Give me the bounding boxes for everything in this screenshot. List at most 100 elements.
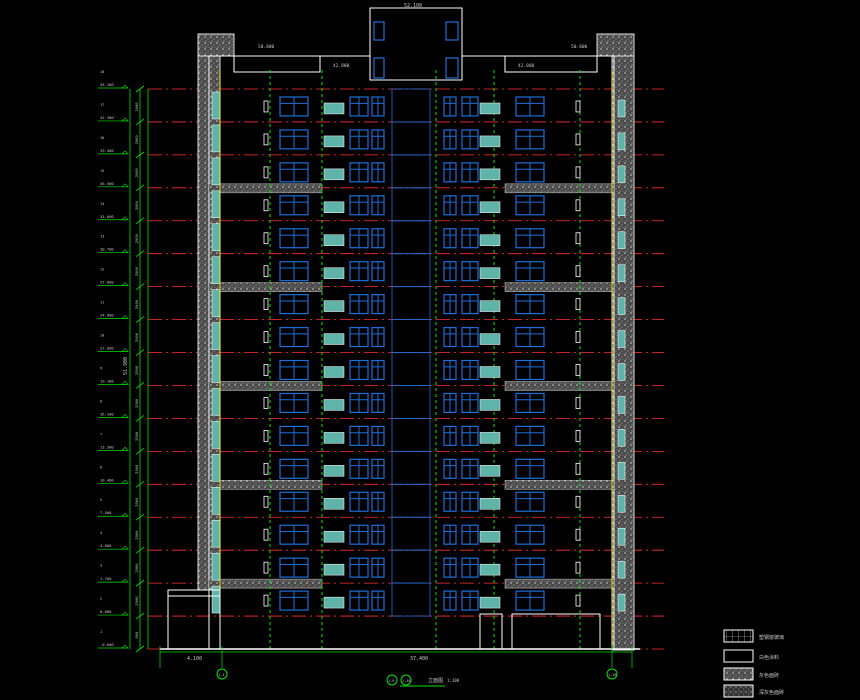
axis-bubble-mid-a: 1-9 xyxy=(386,674,398,686)
floor-stone-band xyxy=(504,183,615,194)
window xyxy=(461,557,479,578)
window xyxy=(515,228,545,249)
legend-item-grid: 塑钢窗玻璃 xyxy=(723,629,784,643)
level-marker-icon xyxy=(121,545,129,550)
window xyxy=(443,524,457,545)
window xyxy=(515,129,545,150)
stair-glazing xyxy=(391,187,431,222)
window xyxy=(515,425,545,446)
narrow-window xyxy=(575,199,581,212)
narrow-window xyxy=(575,528,581,541)
window xyxy=(279,228,309,249)
garage-door xyxy=(511,613,601,650)
balcony-panel xyxy=(323,201,345,214)
window xyxy=(515,261,545,282)
level-elevation-label: 0.000 xyxy=(100,609,112,614)
svg-text:1-18: 1-18 xyxy=(608,673,616,677)
side-panel xyxy=(211,454,221,482)
window xyxy=(371,425,385,446)
level-elevation-label: 45.100 xyxy=(100,82,114,87)
level-marker-icon xyxy=(121,413,129,418)
balcony-panel xyxy=(479,366,501,378)
window xyxy=(279,326,309,348)
level-lines xyxy=(148,88,664,650)
dim-tick xyxy=(135,382,145,389)
balcony-panel xyxy=(479,102,501,115)
building-elevation xyxy=(160,7,640,651)
balcony-panel xyxy=(323,596,345,609)
narrow-window xyxy=(263,331,269,343)
window xyxy=(461,392,479,414)
narrow-window xyxy=(263,199,269,212)
narrow-window xyxy=(575,364,581,376)
level-elevation-label: 27.800 xyxy=(100,280,114,285)
window xyxy=(371,162,385,183)
level-elevation-label: 7.500 xyxy=(100,510,112,515)
window xyxy=(515,359,545,381)
dim-tick xyxy=(135,513,145,521)
level-number-label: 11 xyxy=(100,301,104,305)
window xyxy=(515,326,545,348)
top-elevation-label: 52.100 xyxy=(404,3,422,9)
total-width-dim: 37.400 xyxy=(410,656,428,662)
side-panel xyxy=(617,231,626,249)
level-elevation-label: 16.200 xyxy=(100,411,114,416)
window xyxy=(349,326,369,348)
dim-tick xyxy=(135,217,145,225)
level-marker-icon xyxy=(121,479,129,484)
balcony-panel xyxy=(479,563,501,576)
window xyxy=(461,294,479,315)
drawing-title: 立面图 xyxy=(428,677,443,684)
dim-tick xyxy=(135,480,145,488)
side-panel xyxy=(617,593,626,612)
window xyxy=(279,359,309,381)
narrow-window xyxy=(263,364,269,376)
floor-height-dim: 2900 xyxy=(134,299,139,309)
floor-height-dim: 2900 xyxy=(134,431,139,441)
window xyxy=(349,294,369,315)
side-panel xyxy=(211,552,221,581)
window xyxy=(443,557,457,578)
window xyxy=(461,359,479,381)
side-panel xyxy=(211,519,221,548)
floor-height-dim: 2900 xyxy=(134,464,139,474)
axis-bubble-mid-b: 1-10 xyxy=(400,674,412,686)
window xyxy=(349,359,369,381)
balcony-panel xyxy=(479,432,501,444)
narrow-window xyxy=(263,166,269,179)
window xyxy=(461,524,479,545)
level-elevation-label: 13.300 xyxy=(100,444,114,449)
stair-glazing xyxy=(391,121,431,156)
level-number-label: 12 xyxy=(100,268,104,272)
window xyxy=(515,458,545,479)
dim-tick xyxy=(135,448,145,455)
dim-tick xyxy=(135,579,145,587)
floor-stone-band xyxy=(504,578,615,589)
narrow-window xyxy=(575,133,581,146)
window xyxy=(371,557,385,578)
dim-tick xyxy=(135,184,145,192)
window xyxy=(279,96,309,117)
window xyxy=(371,294,385,315)
side-panel xyxy=(617,99,626,118)
stair-glazing xyxy=(391,483,431,518)
narrow-window xyxy=(263,430,269,442)
svg-text:白色涂料: 白色涂料 xyxy=(759,654,779,661)
stair-glazing xyxy=(391,450,431,485)
level-elevation-label: 4.600 xyxy=(100,543,112,548)
narrow-window xyxy=(575,331,581,343)
window xyxy=(279,491,309,512)
floor-stone-band xyxy=(208,578,323,589)
window xyxy=(349,491,369,512)
tower-window xyxy=(445,21,459,41)
stair-glazing xyxy=(391,582,431,617)
axis-bubble-left: 1-1 xyxy=(216,668,228,680)
balcony-panel xyxy=(323,563,345,576)
level-number-label: 10 xyxy=(100,334,104,338)
window xyxy=(279,294,309,315)
stair-glazing xyxy=(391,549,431,584)
level-elevation-label: 19.100 xyxy=(100,378,114,383)
balcony-panel xyxy=(479,300,501,312)
narrow-window xyxy=(263,397,269,409)
window xyxy=(443,491,457,512)
